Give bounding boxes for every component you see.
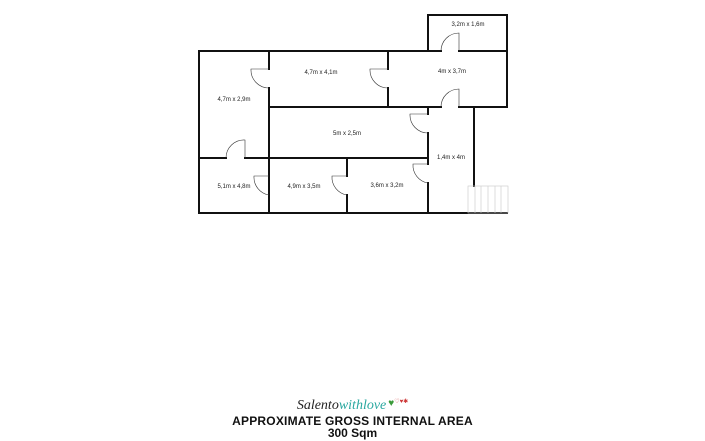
room-label-left: 4,7m x 2,9m [217,97,250,103]
area-value: 300 Sqm [327,426,378,440]
heart-icon: ♥ [388,398,395,409]
brand-logo: Salentowithlove♥♡♥✱ [0,398,705,414]
brand-prefix: Salento [296,398,339,413]
room-label-center: 5m x 2,5m [333,131,361,137]
brand-suffix: withlove [338,398,387,413]
room-label-corridor: 1,4m x 4m [437,155,465,161]
small-hearts-icon: ♡♥✱ [394,399,409,405]
room-label-small-top: 3,2m x 1,6m [451,22,484,28]
area-title: APPROXIMATE GROSS INTERNAL AREA [232,414,473,428]
room-label-top-right: 4m x 3,7m [438,69,466,75]
room-label-bottom-middle: 4,9m x 3,5m [287,184,320,190]
room-label-bottom-right: 3,6m x 3,2m [370,183,403,189]
room-label-bottom-left: 5,1m x 4,8m [217,184,250,190]
stairs [467,185,509,214]
room-label-top-middle: 4,7m x 4,1m [304,70,337,76]
